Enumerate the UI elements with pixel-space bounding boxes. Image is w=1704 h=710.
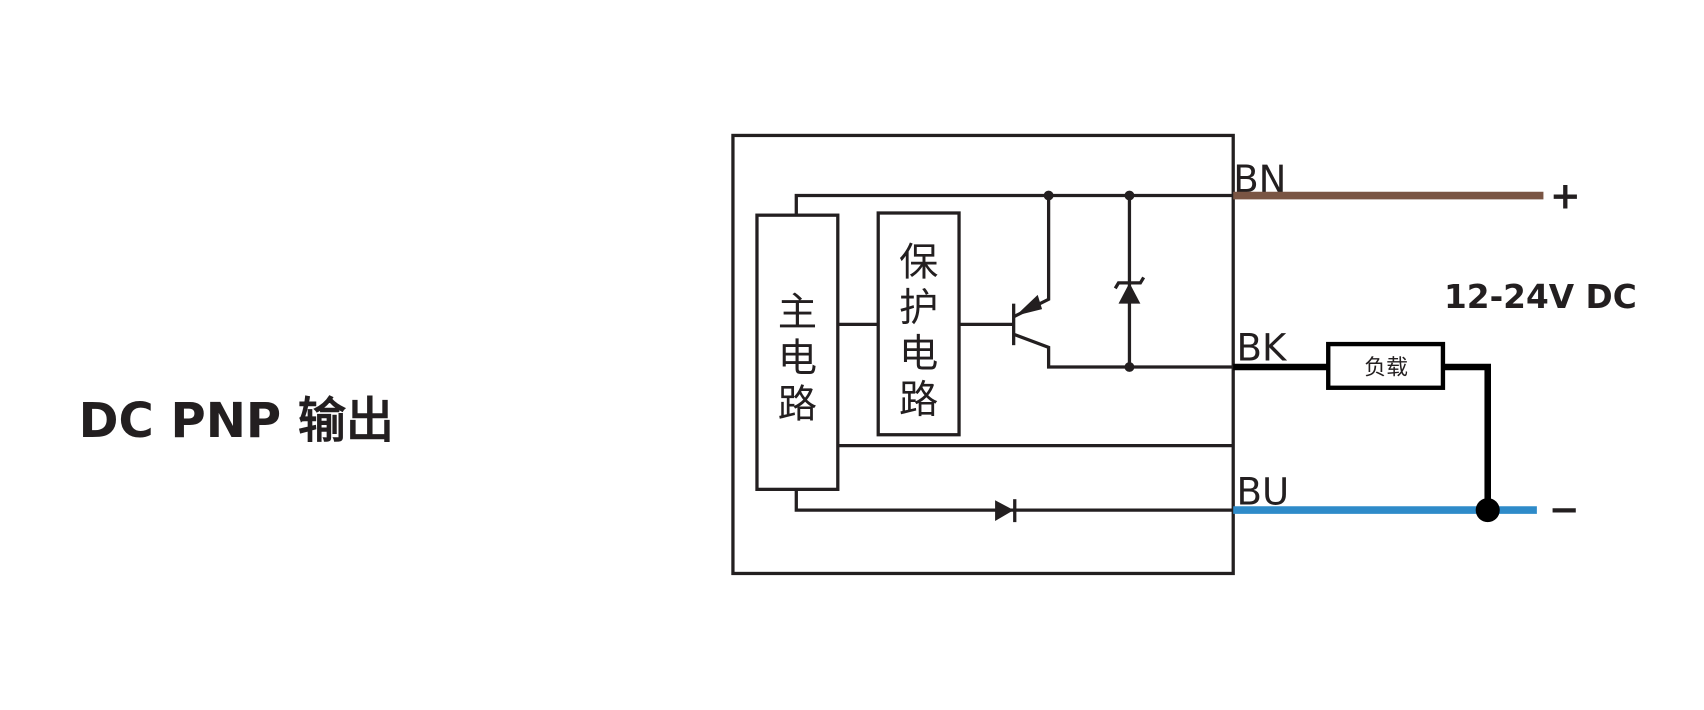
svg-text:护: 护 [899,286,938,331]
main-circuit-label: 主 电 路 [778,291,817,428]
svg-text:电: 电 [899,332,938,377]
bk-label: BK [1236,326,1287,369]
load-label: 负载 [1364,356,1408,381]
wire-negative [794,489,1234,512]
diagram-title: DC PNP 输出 [79,393,394,449]
protection-circuit-label: 保 护 电 路 [899,240,938,423]
pnp-transistor-icon [1012,190,1234,369]
diode-icon [995,499,1017,523]
positive-rail [794,193,1234,216]
svg-text:路: 路 [899,378,938,423]
sensor-housing [731,133,1235,576]
load-return-wire [1442,363,1491,511]
junction-dot [1475,498,1500,523]
minus-terminal: − [1549,488,1580,531]
svg-text:路: 路 [778,382,817,427]
plus-terminal: + [1550,175,1581,218]
zener-diode-icon [1113,190,1146,372]
svg-text:主: 主 [778,291,817,336]
svg-text:电: 电 [778,336,817,381]
svg-text:保: 保 [899,240,938,285]
supply-voltage: 12-24V DC [1444,278,1637,316]
